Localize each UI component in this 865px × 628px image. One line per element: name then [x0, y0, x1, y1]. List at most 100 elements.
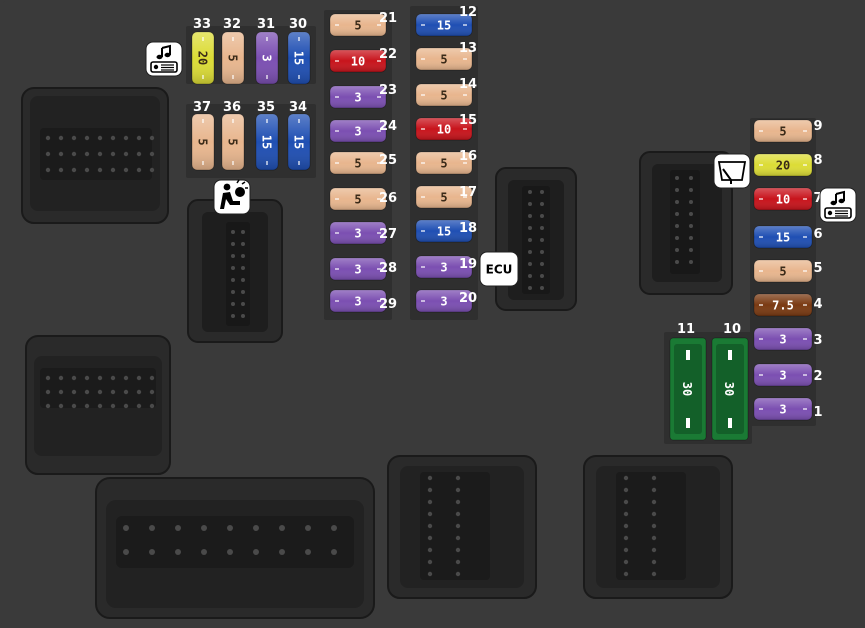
fuse-tab	[377, 60, 381, 62]
fuse-amperage: 3	[354, 227, 361, 241]
fuse-gloss	[754, 398, 812, 420]
fuse-gloss	[416, 186, 472, 208]
fuse-amperage: 10	[437, 123, 451, 137]
connector-pin	[231, 242, 235, 246]
connector-pin	[45, 151, 51, 157]
connector-pin	[71, 167, 77, 173]
connector-pin	[528, 262, 532, 266]
fuse-position-number: 7	[813, 191, 822, 206]
connector-pin	[528, 190, 532, 194]
connector-pin	[201, 549, 207, 555]
fuse-tab	[686, 418, 690, 428]
fuse-amperage: 20	[196, 51, 210, 65]
fuse-amperage: 5	[779, 265, 786, 279]
connector-pin	[58, 389, 64, 395]
connector-pin	[623, 559, 629, 565]
connector-pin	[123, 375, 129, 381]
fuse-position-number: 37	[193, 100, 211, 115]
function-badges: ECU	[145, 41, 857, 287]
fuse-gloss	[330, 86, 386, 108]
connector-pin	[689, 260, 693, 264]
connector-pin	[97, 167, 103, 173]
connector-pin	[623, 499, 629, 505]
fuse-tab	[421, 300, 425, 302]
fuse-tab	[759, 198, 763, 200]
fuse-tab	[421, 162, 425, 164]
fuse-window	[716, 344, 744, 434]
fuse-tab	[298, 119, 300, 123]
connector-pin	[427, 511, 433, 517]
connector-pin	[540, 250, 544, 254]
connector-pin	[149, 151, 155, 157]
fuse-tab	[463, 94, 467, 96]
connector-pin	[241, 266, 245, 270]
fuse-gloss	[330, 120, 386, 142]
fuse-tab	[202, 75, 204, 79]
connector-pin	[201, 525, 207, 531]
connector-pin	[84, 375, 90, 381]
fuse-position-number: 17	[459, 185, 477, 200]
fuse-amperage: 15	[776, 231, 790, 245]
fuse-amperage: 10	[776, 193, 790, 207]
fuse-position-number: 27	[379, 227, 397, 242]
fuse-amperage: 3	[354, 263, 361, 277]
fuse-tab	[463, 230, 467, 232]
fuse-tab	[335, 130, 339, 132]
fuse-tab	[759, 338, 763, 340]
connector-pin	[651, 535, 657, 541]
fuse-tab	[298, 75, 300, 79]
fuse-position-number: 29	[379, 297, 397, 312]
connector-top-left	[21, 87, 169, 224]
fuse-tab	[335, 198, 339, 200]
fuse-37: 5 37	[191, 100, 215, 171]
connector-pin	[427, 487, 433, 493]
connector-pin	[97, 403, 103, 409]
connector-pin	[71, 135, 77, 141]
fuse-position-number: 36	[223, 100, 241, 115]
connector-pin	[331, 525, 337, 531]
fuse-tab	[759, 374, 763, 376]
connector-pin	[427, 475, 433, 481]
fuse-amperage: 5	[440, 53, 447, 67]
fuse-gloss	[754, 260, 812, 282]
fuse-amperage: 30	[722, 382, 736, 396]
fuse-position-number: 24	[379, 119, 397, 134]
fuse-window	[674, 344, 702, 434]
fuse-gloss	[330, 290, 386, 312]
connector-pin	[651, 571, 657, 577]
fuse-gloss	[416, 152, 472, 174]
fuse-amperage: 5	[196, 138, 210, 145]
fuse-gloss	[256, 114, 278, 170]
fuse-position-number: 11	[677, 322, 695, 337]
connector-pin	[45, 375, 51, 381]
connector-pin	[110, 403, 116, 409]
fuse-gloss	[754, 328, 812, 350]
fuse-tab	[803, 198, 807, 200]
fuse-gloss	[330, 50, 386, 72]
fuse-amperage: 3	[440, 261, 447, 275]
fuse-tab	[377, 232, 381, 234]
fuse-13: 513	[415, 41, 477, 71]
fuse-tab	[266, 75, 268, 79]
fuse-tab	[232, 119, 234, 123]
connector-pin	[279, 525, 285, 531]
connector-pin	[689, 248, 693, 252]
fuse-position-number: 9	[813, 119, 822, 134]
connector-middle-left	[187, 199, 283, 343]
connector-pin	[623, 487, 629, 493]
connector-pin	[540, 226, 544, 230]
